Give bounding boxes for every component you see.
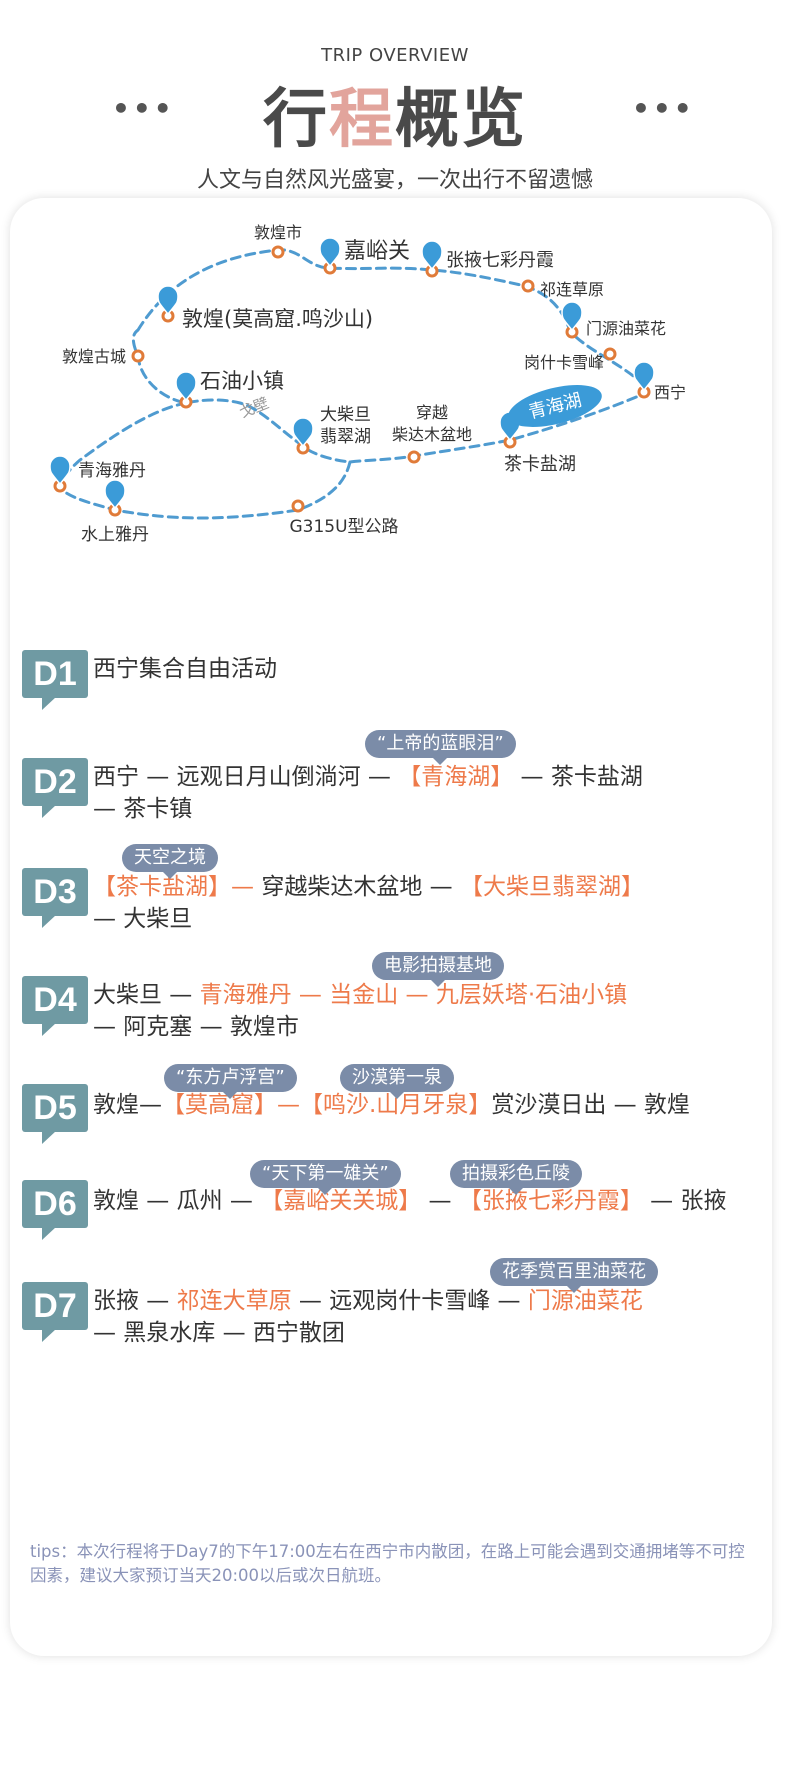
highlight-stop: 【张掖七彩丹霞】 (458, 1188, 643, 1214)
day-line: 敦煌 — 瓜州 — 【嘉峪关关城】 — 【张掖七彩丹霞】 — 张掖 (93, 1184, 727, 1218)
label-xining: 西宁 (654, 383, 686, 402)
stop-dunhuang-ancient (131, 349, 145, 363)
label-g315: G315U型公路 (289, 517, 398, 537)
route-text: — 远观岗什卡雪峰 — (291, 1288, 528, 1314)
tips-text: tips：本次行程将于Day7的下午17:00左右在西宁市内散团，在路上可能会遇… (30, 1542, 745, 1585)
stop-g315 (291, 499, 305, 513)
label-qilian: 祁连草原 (540, 280, 604, 299)
pin-xining (633, 361, 655, 392)
route-text: 张掖 — (93, 1288, 177, 1314)
label-chaka: 茶卡盐湖 (504, 454, 576, 475)
route-text: 赏沙漠日出 — 敦煌 (491, 1092, 690, 1118)
title-char: 览 (461, 82, 527, 157)
route-text: — (421, 1188, 459, 1214)
day-line: — 阿克塞 — 敦煌市 (93, 1010, 299, 1044)
label-dachaidan-2: 翡翠湖 (320, 427, 371, 447)
route-text: — 张掖 (642, 1188, 727, 1214)
day-tip-bubble: 电影拍摄基地 (372, 952, 504, 987)
pin-dunhuang-mogao (157, 285, 179, 316)
day-tip-bubble: 天空之境 (122, 844, 218, 879)
day-tip-bubble: “天下第一雄关” (250, 1160, 401, 1195)
day-badge: D6 (22, 1180, 88, 1240)
route-text: 西宁 — 远观日月山倒淌河 — (93, 764, 399, 790)
day-line: — 大柴旦 (93, 902, 192, 936)
route-text: 大柴旦 — (93, 982, 200, 1008)
label-shiyou: 石油小镇 (200, 369, 284, 393)
pin-shuishang (104, 479, 126, 510)
highlight-stop: 【嘉峪关关城】 (260, 1188, 422, 1214)
pin-menyuan (561, 301, 583, 332)
day-line: 敦煌—【莫高窟】—【鸣沙.山月牙泉】赏沙漠日出 — 敦煌 (93, 1088, 690, 1122)
day-badge: D7 (22, 1282, 88, 1342)
highlight-stop: 【莫高窟】—【鸣沙.山月牙泉】 (162, 1092, 492, 1118)
tagline: 人文与自然风光盛宴，一次出行不留遗憾 (196, 168, 593, 193)
day-line: 西宁集合自由活动 (93, 652, 277, 686)
route-text: — 茶卡镇 (93, 796, 193, 822)
highlight-stop: 【青海湖】 (398, 764, 514, 790)
label-chuanyue-1: 穿越 (416, 403, 448, 422)
route-text: — 阿克塞 — 敦煌市 (93, 1014, 299, 1040)
route-text: — 大柴旦 (93, 906, 193, 932)
route-text: — 茶卡盐湖 (513, 764, 643, 790)
label-dunhuang-ancient: 敦煌古城 (62, 347, 126, 366)
stop-gangshika (603, 347, 617, 361)
day-tip-bubble: 沙漠第一泉 (340, 1064, 454, 1099)
label-chuanyue-2: 柴达木盆地 (392, 425, 472, 444)
day-tip-bubble: “东方卢浮宫” (164, 1064, 297, 1099)
highlight-stop: 门源油菜花 (527, 1288, 643, 1314)
label-jiayuguan: 嘉峪关 (344, 239, 410, 264)
subtitle-en: TRIP OVERVIEW (321, 45, 469, 66)
day-line: 【茶卡盐湖】— 穿越柴达木盆地 — 【大柴旦翡翠湖】 (93, 870, 644, 904)
day-badge: D2 (22, 758, 88, 818)
highlight-stop: 祁连大草原 (176, 1288, 292, 1314)
route-text: 敦煌— (93, 1092, 162, 1118)
dots-left: ••• (112, 92, 175, 125)
day-badge: D3 (22, 868, 88, 928)
title-char: 程 (329, 82, 395, 157)
highlight-stop: 【大柴旦翡翠湖】 (459, 874, 644, 900)
day-tip-bubble: 花季赏百里油菜花 (490, 1258, 658, 1293)
label-gangshika: 岗什卡雪峰 (524, 353, 604, 372)
day-line: 大柴旦 — 青海雅丹 — 当金山 — 九层妖塔·石油小镇 (93, 978, 627, 1012)
day-tip-bubble: 拍摄彩色丘陵 (450, 1160, 582, 1195)
pin-shiyou (175, 371, 197, 402)
day-badge: D1 (22, 650, 88, 710)
dots-right: ••• (632, 92, 695, 125)
route-text: 敦煌 — 瓜州 — (93, 1188, 261, 1214)
route-map: 青海湖 敦煌市 嘉峪关 张掖七彩丹霞 祁连草原 敦煌(莫高窟.鸣沙山) 门源油菜… (49, 223, 686, 545)
label-menyuan: 门源油菜花 (586, 319, 666, 338)
stop-qilian (521, 279, 535, 293)
label-qinghai-yadan: 青海雅丹 (78, 461, 146, 481)
route-stops (53, 245, 651, 517)
day-line: 西宁 — 远观日月山倒淌河 — 【青海湖】 — 茶卡盐湖 (93, 760, 643, 794)
label-dunhuang-city: 敦煌市 (254, 223, 302, 242)
day-line: — 茶卡镇 (93, 792, 192, 826)
label-shuishang-yadan: 水上雅丹 (81, 525, 149, 545)
label-zhangye: 张掖七彩丹霞 (446, 250, 554, 271)
stop-chaidamu (407, 450, 421, 464)
pin-qinghai-yadan (49, 455, 71, 486)
route-text: 穿越柴达木盆地 — (261, 874, 460, 900)
day-badge: D5 (22, 1084, 88, 1144)
day-badge: D4 (22, 976, 88, 1036)
route-text: — 黑泉水库 — 西宁散团 (93, 1320, 345, 1346)
highlight-stop: 青海雅丹 — 当金山 — 九层妖塔·石油小镇 (199, 982, 628, 1008)
day-tip-bubble: “上帝的蓝眼泪” (365, 730, 516, 765)
highlight-stop: 【茶卡盐湖】— (93, 874, 262, 900)
pin-zhangye (421, 240, 443, 271)
label-dachaidan-1: 大柴旦 (320, 405, 371, 425)
pin-jiayuguan (319, 237, 341, 268)
itinerary-card: 青海湖 敦煌市 嘉峪关 张掖七彩丹霞 祁连草原 敦煌(莫高窟.鸣沙山) 门源油菜… (10, 198, 772, 1656)
stop-dunhuang-city (271, 245, 285, 259)
route-text: 西宁集合自由活动 (93, 656, 277, 682)
day-line: — 黑泉水库 — 西宁散团 (93, 1316, 345, 1350)
label-dunhuang-mogao: 敦煌(莫高窟.鸣沙山) (182, 307, 373, 331)
title-char: 行 (263, 82, 329, 157)
pin-dachaidan (292, 417, 314, 448)
day-line: 张掖 — 祁连大草原 — 远观岗什卡雪峰 — 门源油菜花 (93, 1284, 643, 1318)
page-title: 行程概览 (0, 68, 790, 160)
title-char: 概 (395, 82, 461, 157)
qinghai-lake-shape (508, 385, 602, 427)
